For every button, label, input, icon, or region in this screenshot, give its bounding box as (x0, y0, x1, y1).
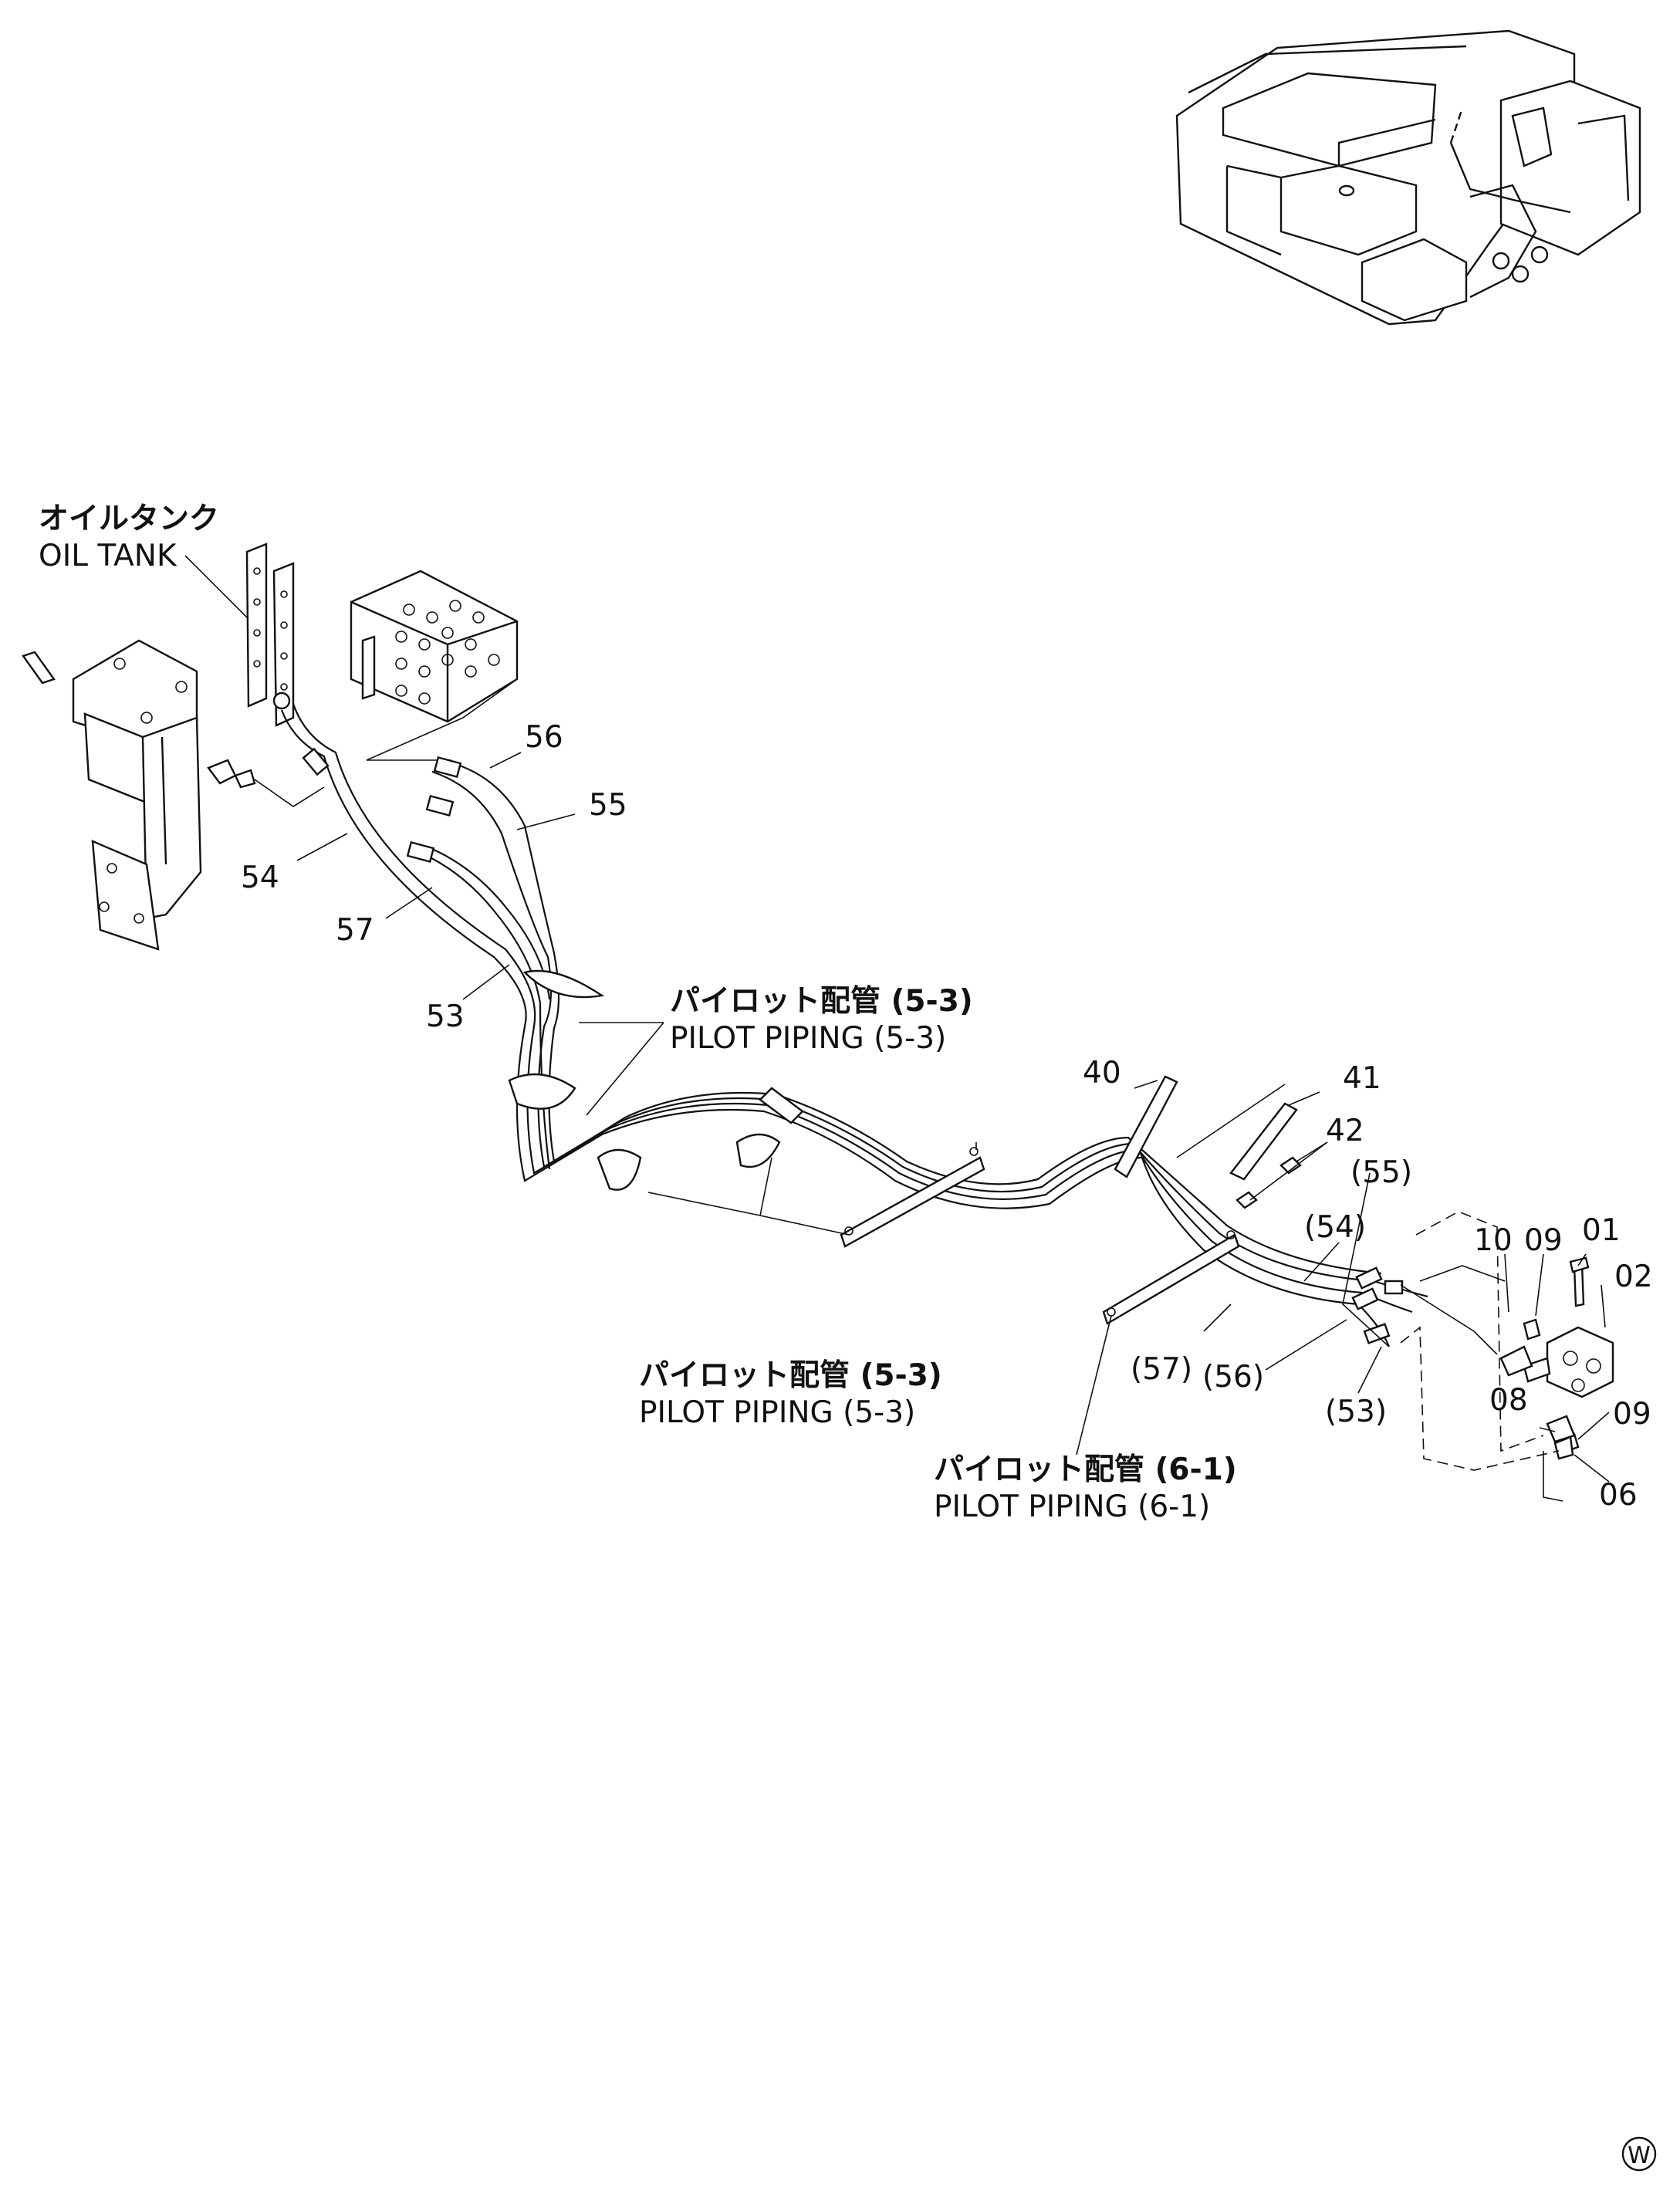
fitting-08 (1546, 1415, 1576, 1443)
ref-pilot-piping-1-jp: パイロット配管 (5-3) (670, 984, 973, 1019)
corner-w-letter: W (1628, 2142, 1651, 2169)
callout-41: 41 (1343, 1061, 1381, 1096)
callout-54-ref: (54) (1304, 1210, 1366, 1245)
hose-end-fittings (302, 747, 1404, 1344)
fitting-10 (1499, 1345, 1533, 1377)
oil-tank-label-jp: オイルタンク (39, 502, 219, 536)
callout-10: 10 (1474, 1223, 1513, 1258)
reference-labels: パイロット配管 (5-3) PILOT PIPING (5-3) パイロット配管… (639, 984, 1237, 1524)
oil-tank-leader-line (184, 555, 255, 626)
clamp-plate-41 (1229, 1102, 1298, 1181)
callout-42: 42 (1326, 1114, 1364, 1148)
bolt-42a (1279, 1156, 1302, 1175)
support-rails (840, 1075, 1302, 1325)
callout-02: 02 (1614, 1259, 1653, 1294)
callout-leaders (296, 752, 1610, 1483)
callout-53: 53 (426, 999, 465, 1034)
callout-08: 08 (1489, 1383, 1528, 1418)
ref-pilot-piping-2-en: PILOT PIPING (5-3) (639, 1395, 915, 1430)
valve-assembly (1400, 1211, 1614, 1502)
callout-57-ref: (57) (1131, 1352, 1192, 1387)
callout-09-bottom: 09 (1613, 1397, 1651, 1432)
callout-56: 56 (525, 720, 563, 755)
pilot-valve-block (350, 570, 519, 761)
fitting-09-top (1523, 1318, 1541, 1341)
callout-55-ref: (55) (1350, 1155, 1412, 1190)
callout-01: 01 (1582, 1213, 1621, 1248)
clamp-plate-40 (1114, 1075, 1178, 1178)
ref-pilot-piping-1-en: PILOT PIPING (5-3) (670, 1021, 946, 1056)
ref-pilot-piping-3-jp: パイロット配管 (6-1) (934, 1452, 1237, 1487)
ref-pilot-piping-3-en: PILOT PIPING (6-1) (934, 1489, 1210, 1524)
callout-55: 55 (589, 788, 627, 823)
pilot-hose-bundle (280, 703, 1428, 1347)
bolt-42b (1235, 1191, 1258, 1209)
callout-56-ref: (56) (1202, 1360, 1264, 1395)
callout-54: 54 (241, 861, 279, 895)
oil-tank-label-en: OIL TANK (39, 539, 177, 573)
oil-tank-port-plates (245, 543, 295, 727)
callout-53-ref: (53) (1325, 1395, 1387, 1429)
fitting-06 (1553, 1435, 1574, 1460)
corner-w-mark: W (1621, 2136, 1657, 2172)
nut-washer (207, 759, 237, 785)
callout-40: 40 (1083, 1056, 1121, 1090)
ref-pilot-piping-2-jp: パイロット配管 (5-3) (639, 1358, 942, 1393)
mounting-bracket (22, 639, 325, 951)
excavator-locator-thumbnail (1175, 29, 1641, 326)
callout-09-top: 09 (1524, 1223, 1563, 1258)
hose-clamps (508, 969, 804, 1191)
bolt-fitting (22, 651, 56, 685)
callout-57: 57 (336, 913, 374, 948)
callout-06: 06 (1599, 1478, 1638, 1513)
part-callouts: 56 55 54 57 53 40 41 42 (55) (54) (57) (… (241, 720, 1653, 1513)
